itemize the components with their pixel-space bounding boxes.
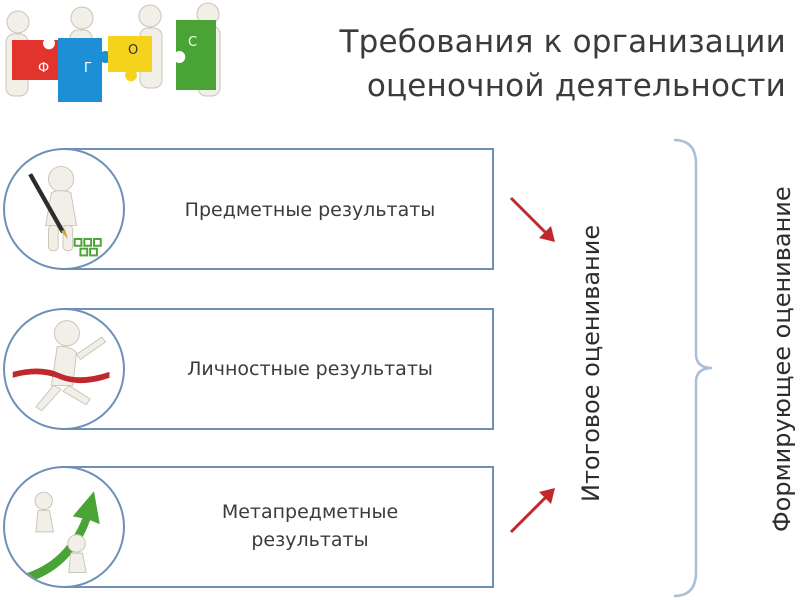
meta-results-label: Метапредметные результаты <box>130 498 490 554</box>
subject-results-label: Предметные результаты <box>184 199 436 221</box>
formative-assessment-label: Формирующее оценивание <box>768 186 796 532</box>
logo-letter-o: О <box>128 43 138 58</box>
meta-results-label-line-2: результаты <box>251 529 369 551</box>
logo-letter-f: Ф <box>38 61 49 76</box>
writer-figure-illustration <box>28 165 102 257</box>
finish-line-runner-illustration <box>12 320 110 412</box>
page-title-line-2: оценочной деятельности <box>366 68 786 104</box>
arrow-down-right-icon <box>509 196 555 242</box>
growth-arrow-circle <box>3 466 125 588</box>
puzzle-pieces <box>12 20 216 102</box>
arrow-up-right-icon <box>509 488 555 534</box>
curly-brace <box>673 138 713 598</box>
meta-results-label-line-1: Метапредметные <box>221 501 399 523</box>
final-assessment-label: Итоговое оценивание <box>577 224 605 502</box>
personal-results-label: Личностные результаты <box>187 358 433 380</box>
runner-figure-circle <box>3 308 125 430</box>
logo-letter-s: С <box>188 35 197 50</box>
subject-results-box <box>64 148 494 270</box>
fgos-logo: Ф Г О С <box>5 2 221 102</box>
meta-results-box <box>64 466 494 588</box>
pen-figure-circle <box>3 148 125 270</box>
logo-letter-g: Г <box>84 61 92 76</box>
growth-arrow-illustration <box>14 491 100 586</box>
page-title-line-1: Требования к организации <box>339 24 786 60</box>
